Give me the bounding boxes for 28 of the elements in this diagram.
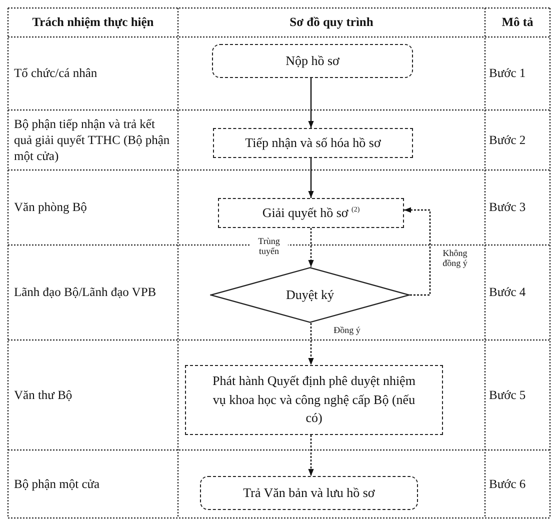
arrow	[404, 207, 431, 296]
process-box: Tiếp nhận và số hóa hồ sơ	[213, 128, 413, 158]
arrow	[308, 228, 314, 267]
arrow	[308, 78, 314, 128]
table-cell-text: Văn thư Bộ	[14, 386, 72, 404]
edge-label: Trùng tuyển	[250, 236, 288, 257]
column-header: Trách nhiệm thực hiện	[32, 14, 154, 31]
process-box: Giải quyết hồ sơ $^{(2)}$	[218, 198, 404, 228]
table-cell-text: Bước 6	[489, 476, 526, 492]
table-cell-text: Bước 5	[489, 386, 526, 404]
table-cell-text: Tổ chức/cá nhân	[14, 65, 98, 82]
process-box: Phát hành Quyết định phê duyệt nhiệm vụ khoa học và công nghệ cấp Bộ (nếu có)	[185, 365, 443, 435]
column-header: Mô tả	[502, 14, 534, 31]
table-cell-text: Bước 4	[489, 284, 526, 301]
arrow	[308, 435, 314, 476]
decision-diamond: Duyệt ký	[210, 267, 410, 323]
table-cell-text: Bước 2	[489, 132, 526, 148]
column-header: Sơ đồ quy trình	[290, 14, 374, 31]
table-cell-text: Bộ phận tiếp nhận và trả kết quả giải quyết TTHC (Bộ phận một cửa)	[14, 116, 171, 164]
table-cell-text: Bước 1	[489, 65, 526, 82]
table-cell-text: Văn phòng Bộ	[14, 199, 87, 216]
table-cell-text: Bước 3	[489, 199, 526, 216]
arrow	[308, 323, 314, 365]
table-cell-text: Bộ phận một cửa	[14, 476, 100, 492]
table-cell-text: Lãnh đạo Bộ/Lãnh đạo VPB	[14, 284, 156, 301]
terminal-box: Nộp hồ sơ	[212, 44, 413, 78]
terminal-box: Trả Văn bản và lưu hồ sơ	[200, 476, 418, 510]
arrow	[308, 158, 314, 198]
